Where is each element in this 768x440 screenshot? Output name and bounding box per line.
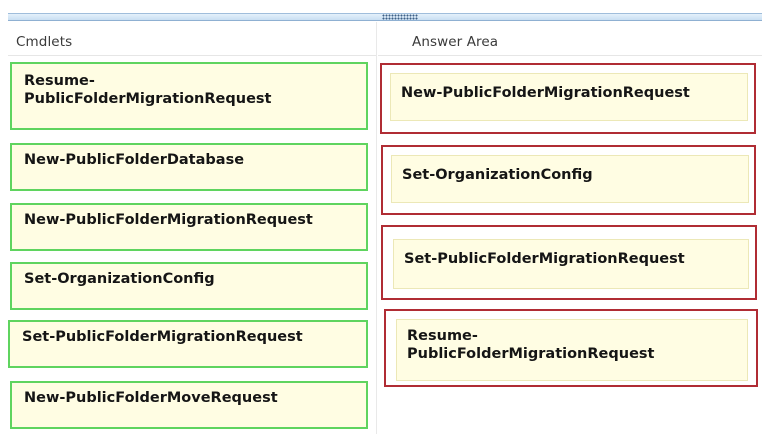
answer-item-resume-public-folder-migration-request[interactable]: Resume-PublicFolderMigrationRequest [396,319,748,381]
cmdlet-label: Set-PublicFolderMigrationRequest [22,329,303,345]
answer-item-label: Set-PublicFolderMigrationRequest [404,251,685,267]
cmdlet-label: Resume-PublicFolderMigrationRequest [24,73,272,107]
pane-divider [376,22,377,434]
cmdlet-item-new-public-folder-move-request[interactable]: New-PublicFolderMoveRequest [10,381,368,429]
cmdlet-label: New-PublicFolderMigrationRequest [24,212,313,228]
answer-slot-3[interactable]: Set-PublicFolderMigrationRequest [381,225,757,300]
cmdlet-label: Set-OrganizationConfig [24,271,215,287]
cmdlet-label: New-PublicFolderMoveRequest [24,390,278,406]
pane-resize-bar[interactable] [8,13,762,21]
answer-area-header: Answer Area [378,22,762,56]
cmdlet-item-set-public-folder-migration-request[interactable]: Set-PublicFolderMigrationRequest [8,320,368,368]
answer-item-label: Resume-PublicFolderMigrationRequest [407,328,655,362]
cmdlet-item-new-public-folder-database[interactable]: New-PublicFolderDatabase [10,143,368,191]
answer-slot-1[interactable]: New-PublicFolderMigrationRequest [380,63,756,134]
resize-grip-icon[interactable] [382,14,418,20]
cmdlet-item-set-organization-config[interactable]: Set-OrganizationConfig [10,262,368,310]
answer-slot-2[interactable]: Set-OrganizationConfig [381,145,756,215]
cmdlet-item-resume-public-folder-migration-request[interactable]: Resume-PublicFolderMigrationRequest [10,62,368,130]
answer-item-label: New-PublicFolderMigrationRequest [401,85,690,101]
cmdlets-pane-title: Cmdlets [16,34,73,50]
answer-item-set-organization-config[interactable]: Set-OrganizationConfig [391,155,749,203]
cmdlet-label: New-PublicFolderDatabase [24,152,245,168]
cmdlets-pane-header: Cmdlets [8,22,376,56]
answer-item-new-public-folder-migration-request[interactable]: New-PublicFolderMigrationRequest [390,73,748,121]
cmdlet-item-new-public-folder-migration-request[interactable]: New-PublicFolderMigrationRequest [10,203,368,251]
answer-area-title: Answer Area [412,34,499,50]
answer-item-set-public-folder-migration-request[interactable]: Set-PublicFolderMigrationRequest [393,239,749,289]
answer-slot-4[interactable]: Resume-PublicFolderMigrationRequest [384,309,758,387]
answer-item-label: Set-OrganizationConfig [402,167,593,183]
